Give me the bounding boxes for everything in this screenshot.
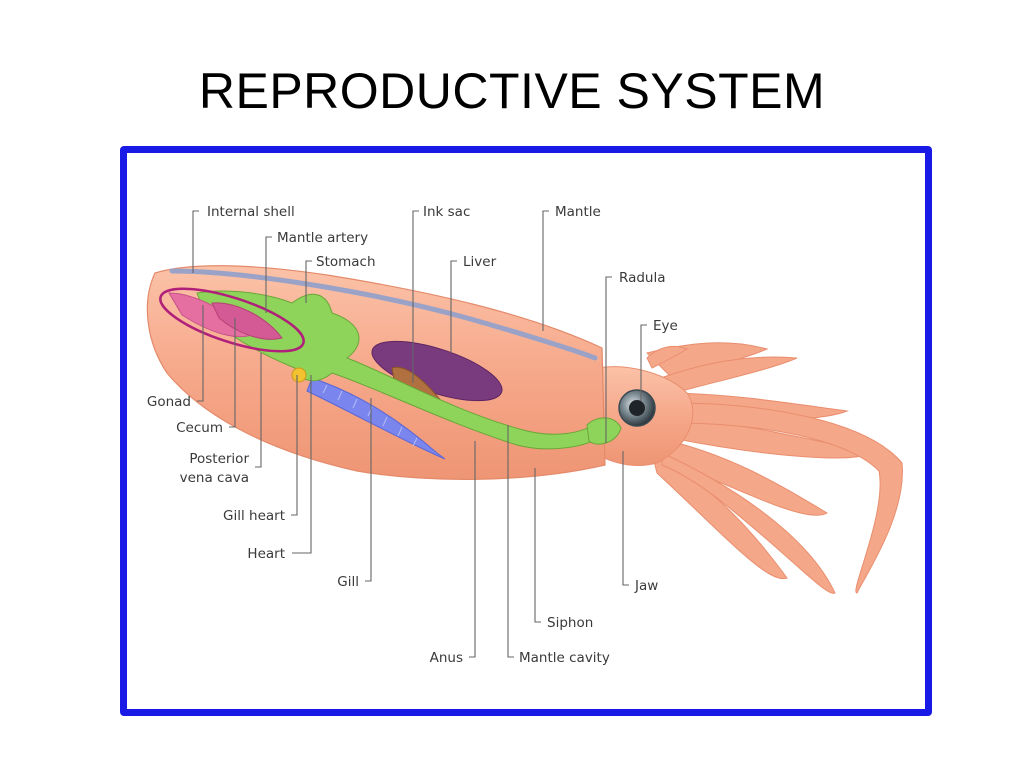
label-jaw: Jaw	[634, 578, 658, 594]
label-anus: Anus	[430, 650, 463, 666]
internal-shell	[169, 268, 598, 361]
label-radula: Radula	[619, 270, 666, 286]
arms-and-tentacles	[646, 342, 903, 594]
label-eye: Eye	[653, 318, 678, 334]
label-ink-sac: Ink sac	[423, 204, 470, 220]
gonad-highlight-ellipse	[159, 287, 305, 353]
gill	[306, 377, 446, 460]
label-stomach: Stomach	[316, 254, 376, 270]
label-gill-heart: Gill heart	[223, 508, 285, 524]
label-siphon: Siphon	[547, 615, 593, 631]
squid-anatomy-diagram: Internal shell Mantle artery Stomach Ink…	[146, 204, 903, 666]
label-internal-shell: Internal shell	[207, 204, 295, 220]
label-liver: Liver	[463, 254, 497, 270]
label-mantle-artery: Mantle artery	[277, 230, 368, 246]
label-heart: Heart	[247, 546, 285, 562]
slide-title: REPRODUCTIVE SYSTEM	[198, 63, 826, 119]
label-cecum: Cecum	[176, 420, 223, 436]
label-vena-cava: vena cava	[180, 470, 249, 486]
label-gonad: Gonad	[147, 394, 191, 410]
label-posterior: Posterior	[189, 451, 249, 467]
diagram-frame: Internal shell Mantle artery Stomach Ink…	[120, 146, 932, 716]
cecum	[211, 302, 283, 340]
label-mantle: Mantle	[555, 204, 601, 220]
label-gill: Gill	[337, 574, 359, 590]
gill-heart	[291, 367, 307, 383]
leader-lines	[192, 210, 647, 658]
label-mantle-cavity: Mantle cavity	[519, 650, 610, 666]
